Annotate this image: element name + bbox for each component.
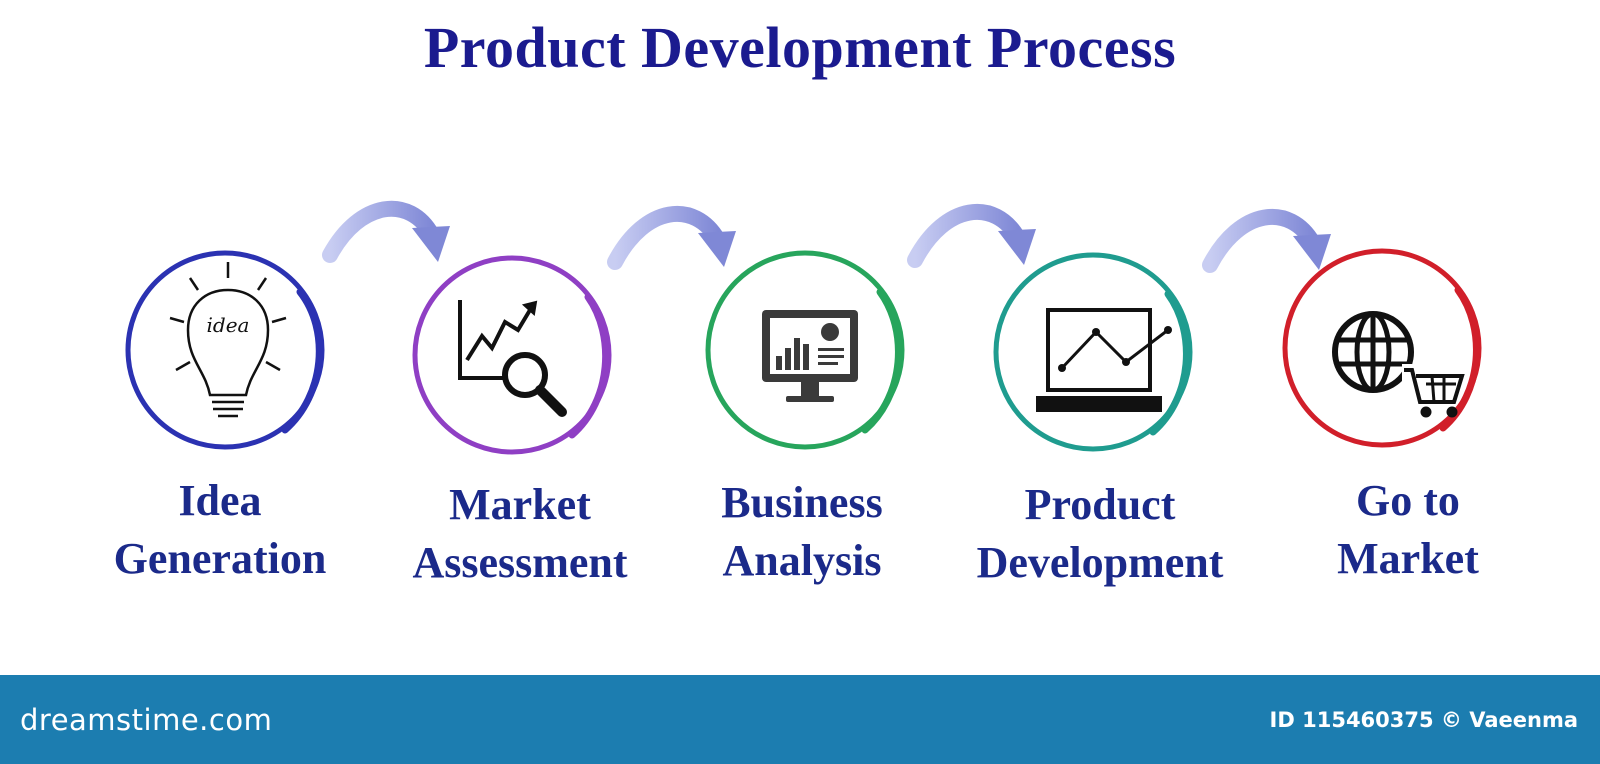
arrow-1 xyxy=(322,200,450,263)
globe-cart-icon xyxy=(1332,311,1465,418)
step-label-line2: Assessment xyxy=(412,538,628,587)
step-circle xyxy=(993,252,1193,452)
step-label-line1: Business xyxy=(721,478,883,527)
step-label-line1: Product xyxy=(1024,480,1176,529)
step-label-line2: Market xyxy=(1337,534,1479,583)
step-label-line1: Idea xyxy=(178,476,262,525)
brand-logo[interactable]: dreamstime.com xyxy=(20,703,273,737)
step-label-market-assessment: Market Assessment xyxy=(370,476,670,592)
arrow-3 xyxy=(907,204,1036,268)
image-credit: ID 115460375 © Vaeenma xyxy=(1269,708,1578,732)
chart-magnifier-icon xyxy=(458,300,567,417)
idea-icon-text: idea xyxy=(207,313,250,337)
page-title: Product Development Process xyxy=(423,15,1177,80)
step-label-idea-generation: Idea Generation xyxy=(70,472,370,588)
step-circle xyxy=(705,250,905,450)
step-label-line2: Generation xyxy=(113,534,327,583)
laptop-chart-icon xyxy=(1036,308,1172,412)
step-label-line2: Analysis xyxy=(722,536,882,585)
step-market-assessment xyxy=(412,255,612,455)
step-idea-generation: idea xyxy=(125,250,325,450)
step-label-go-to-market: Go to Market xyxy=(1258,472,1558,588)
step-label-business-analysis: Business Analysis xyxy=(652,474,952,590)
arrow-2 xyxy=(607,206,736,270)
arrow-4 xyxy=(1202,209,1331,273)
footer-bar: dreamstime.com ID 115460375 © Vaeenma xyxy=(0,675,1600,764)
step-product-development xyxy=(993,252,1193,452)
process-diagram: idea xyxy=(125,200,1482,455)
step-label-line1: Go to xyxy=(1356,476,1460,525)
step-label-line1: Market xyxy=(449,480,591,529)
step-label-line2: Development xyxy=(976,538,1224,587)
step-business-analysis xyxy=(705,250,905,450)
step-label-product-development: Product Development xyxy=(950,476,1250,592)
step-go-to-market xyxy=(1282,248,1482,448)
lightbulb-idea-icon xyxy=(169,262,287,418)
monitor-dashboard-icon xyxy=(762,310,858,402)
